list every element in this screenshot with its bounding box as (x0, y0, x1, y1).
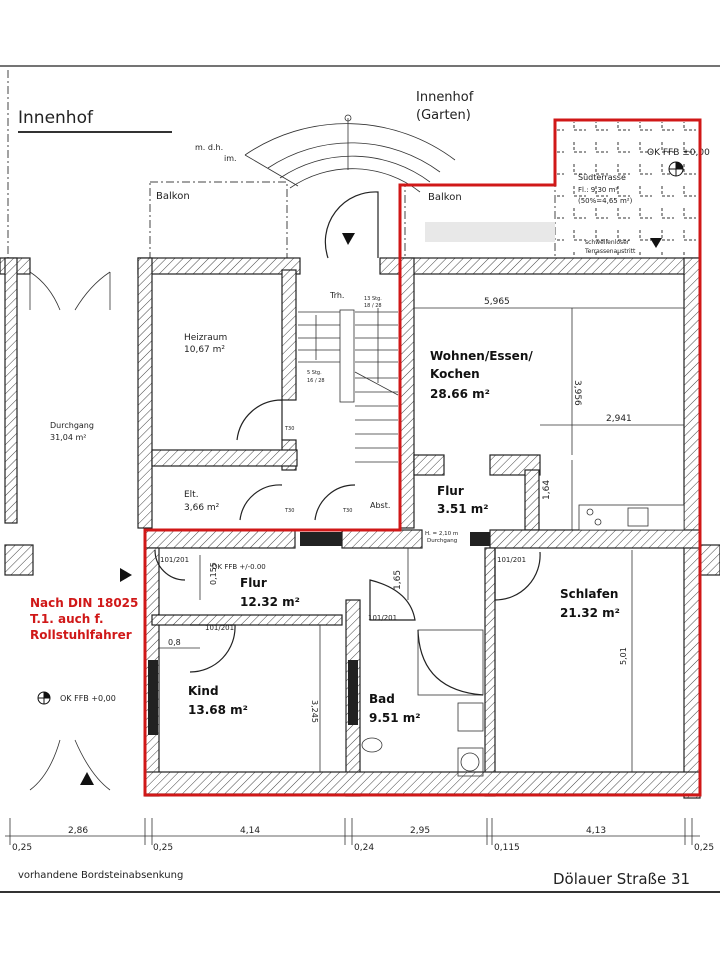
note-mdh: m. d.h. (195, 143, 223, 152)
dim-label: 2,86 (68, 826, 88, 836)
street-name: Dölauer Straße 31 (553, 870, 690, 888)
stairwell-label: Trh. (329, 291, 344, 300)
shower (417, 629, 484, 696)
entrance-door (324, 191, 379, 259)
dim-label: 0,24 (354, 843, 374, 853)
dim-label: 2,941 (606, 414, 632, 424)
balcony-left-label: Balkon (156, 191, 190, 202)
dim-label: 0,8 (168, 638, 181, 647)
room-kind-area: 13.68 m² (188, 703, 248, 717)
din-note-3: Rollstuhlfahrer (30, 628, 132, 642)
doors-stair (236, 399, 356, 521)
entry-arrow-icon (120, 568, 132, 582)
level-flur: OK FFB +/-0.00 (212, 563, 266, 571)
dim-label: 3,956 (572, 380, 582, 406)
dim-label: 0,25 (694, 843, 714, 853)
terrace-half: (50%=4,65 m²) (578, 197, 633, 205)
garden-label-2: (Garten) (416, 108, 471, 123)
room-elt-area: 3,66 m² (184, 503, 220, 513)
dim-label: 0,115 (494, 843, 520, 853)
dim-label: 5,965 (484, 297, 510, 307)
room-heizraum-name: Heizraum (184, 333, 227, 343)
dim-label: 3,245 (310, 700, 319, 723)
threshold-label-2: Terrassenaustritt (584, 248, 636, 255)
door-label: 101/201 (205, 624, 234, 632)
level-left: OK FFB +0,00 (60, 694, 116, 703)
durchgang-gates (29, 271, 111, 791)
din-note-1: Nach DIN 18025 (30, 596, 138, 610)
level-marker-icon (37, 691, 51, 705)
entry-arrow-icon (650, 238, 662, 248)
room-wohnen-name-2: Kochen (430, 367, 480, 381)
din-note-2: T.1. auch f. (30, 612, 104, 626)
room-wohnen-name: Wohnen/Essen/ (430, 349, 533, 363)
note-im: im. (224, 154, 237, 163)
room-schlafen-area: 21.32 m² (560, 606, 620, 620)
dim-label: 5,01 (619, 647, 628, 665)
dimension-lines (158, 307, 684, 772)
room-flur-area: 12.32 m² (240, 595, 300, 609)
entry-arrow-icon (80, 772, 94, 785)
room-schlafen-name: Schlafen (560, 587, 618, 601)
room-flur-small-name: Flur (437, 484, 464, 498)
room-bad-area: 9.51 m² (369, 711, 421, 725)
dim-label: 4,14 (240, 826, 260, 836)
stairs-dim: 18 / 28 (364, 303, 382, 309)
terrace-tiles (557, 122, 697, 257)
bottom-dimension-chain (5, 818, 700, 845)
curb-note: vorhandene Bordsteinabsenkung (18, 870, 183, 881)
door-label: 101/201 (497, 556, 526, 564)
garden-label: Innenhof (416, 90, 474, 105)
fire-rating: T30 (284, 426, 294, 432)
room-durchgang-area: 31,04 m² (50, 433, 86, 442)
door-label: 101/201 (160, 556, 189, 564)
apartment-outline (143, 118, 702, 797)
dim-label: 1,65 (393, 570, 403, 590)
room-abst-name: Abst. (370, 501, 390, 510)
room-durchgang-name: Durchgang (50, 421, 94, 430)
fire-rating: T30 (342, 508, 352, 514)
stairs-dim: 16 / 28 (307, 378, 325, 384)
courtyard-label: Innenhof (18, 108, 94, 128)
balcony-railing (425, 222, 555, 242)
entry-arrow-icon (342, 233, 355, 245)
passage-height: H. = 2,10 m (425, 531, 458, 537)
stairs-count: 5 Stg. (307, 370, 322, 376)
kitchen-counter (578, 504, 685, 531)
terrace-label: Südterrasse (578, 173, 626, 182)
balcony-right-label: Balkon (428, 192, 462, 203)
doors-flat (154, 548, 541, 673)
walls (0, 257, 720, 799)
stairs-count: 13 Stg. (364, 296, 382, 302)
room-kind-name: Kind (188, 684, 219, 698)
room-heizraum-area: 10,67 m² (184, 345, 225, 355)
dim-label: 0,25 (12, 843, 32, 853)
room-flur-name: Flur (240, 576, 267, 590)
door-label: 101/201 (368, 614, 397, 622)
passage-label: Durchgang (427, 538, 457, 544)
dim-label: 0,25 (153, 843, 173, 853)
entrance-steps (244, 114, 456, 193)
staircase (298, 308, 399, 463)
terrace-level: OK FFB ±0,00 (647, 148, 710, 158)
dim-label: 1,64 (542, 480, 552, 500)
room-wohnen-area: 28.66 m² (430, 387, 490, 401)
threshold-label: schwellenloser (585, 239, 630, 246)
terrace-area: Fl.: 9,30 m² (578, 186, 618, 194)
room-elt-name: Elt. (184, 490, 199, 500)
fire-rating: T30 (284, 508, 294, 514)
shower-curve (417, 629, 484, 696)
dim-label: 0,155 (209, 562, 218, 585)
level-marker-icon (668, 161, 684, 177)
room-bad-name: Bad (369, 692, 395, 706)
dim-label: 2,95 (410, 826, 430, 836)
bath-fixtures (361, 702, 484, 777)
dim-label: 4,13 (586, 826, 606, 836)
room-flur-small-area: 3.51 m² (437, 502, 489, 516)
